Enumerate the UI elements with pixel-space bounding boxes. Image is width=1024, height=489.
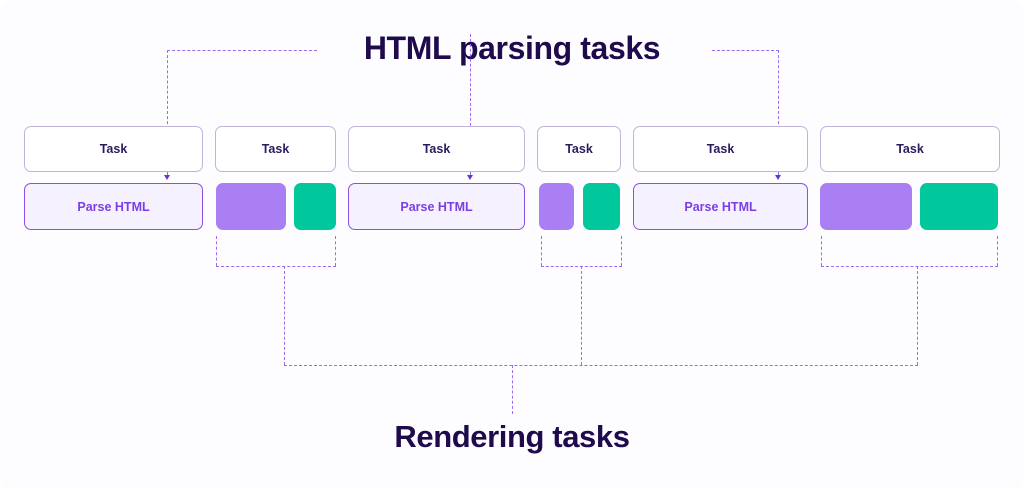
task-box-4[interactable]: Task — [537, 126, 621, 172]
render-block-teal-1[interactable] — [294, 183, 336, 230]
task-box-2[interactable]: Task — [215, 126, 336, 172]
parse-html-block-3[interactable]: Parse HTML — [633, 183, 808, 230]
render-block-purple-2[interactable] — [539, 183, 574, 230]
render-block-purple-3[interactable] — [820, 183, 912, 230]
bottom-bracket-1-horizontal — [216, 266, 336, 267]
top-bracket-stem-right — [778, 50, 779, 175]
task-label: Task — [422, 142, 451, 156]
rendering-tasks-bus-line — [284, 365, 918, 366]
top-bracket-arrow-center — [466, 175, 473, 180]
parse-html-block-2[interactable]: Parse HTML — [348, 183, 525, 230]
bottom-bracket-1-left-stem — [216, 236, 217, 266]
render-block-teal-3[interactable] — [920, 183, 998, 230]
task-box-3[interactable]: Task — [348, 126, 525, 172]
bottom-bracket-3-left-stem — [821, 236, 822, 266]
bottom-bracket-3-drop — [917, 266, 918, 365]
parse-html-block-1[interactable]: Parse HTML — [24, 183, 203, 230]
top-bracket-arrow-left — [163, 175, 170, 180]
bottom-bracket-2-right-stem — [621, 236, 622, 266]
task-label: Task — [565, 142, 593, 156]
task-label: Task — [896, 142, 924, 156]
bottom-bracket-1-drop — [284, 266, 285, 365]
page-title-html-parsing-tasks: HTML parsing tasks — [363, 30, 661, 66]
page-title-rendering-tasks: Rendering tasks — [394, 419, 630, 454]
top-bracket-horizontal-left — [167, 50, 317, 51]
parse-html-label: Parse HTML — [684, 199, 757, 214]
bottom-bracket-1-right-stem — [335, 236, 336, 266]
render-block-purple-1[interactable] — [216, 183, 286, 230]
render-block-teal-2[interactable] — [583, 183, 620, 230]
top-bracket-horizontal-right — [712, 50, 779, 51]
top-bracket-arrow-right — [774, 175, 781, 180]
task-box-6[interactable]: Task — [820, 126, 1000, 172]
task-box-5[interactable]: Task — [633, 126, 808, 172]
top-bracket-stem-center — [470, 34, 471, 175]
task-box-1[interactable]: Task — [24, 126, 203, 172]
rendering-tasks-label-stem — [512, 365, 513, 414]
task-label: Task — [706, 142, 735, 156]
bottom-bracket-2-left-stem — [541, 236, 542, 266]
parse-html-label: Parse HTML — [400, 199, 473, 214]
bottom-bracket-3-horizontal — [821, 266, 998, 267]
parse-html-label: Parse HTML — [77, 199, 150, 214]
top-bracket-stem-left — [167, 50, 168, 175]
bottom-bracket-3-right-stem — [997, 236, 998, 266]
bottom-bracket-2-drop — [581, 266, 582, 365]
task-label: Task — [99, 142, 128, 156]
task-label: Task — [261, 142, 290, 156]
